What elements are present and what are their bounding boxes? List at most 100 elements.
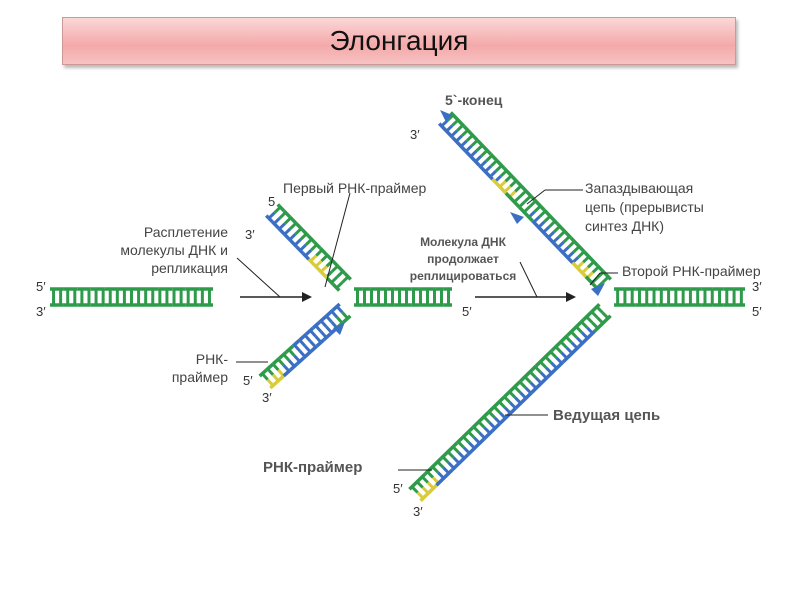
line: праймер <box>171 369 228 385</box>
lagging-arm-strand <box>337 265 346 275</box>
end-label: 5′ <box>243 373 253 388</box>
leading-arm-strand <box>305 326 315 336</box>
lagging-arm-strand <box>313 264 323 274</box>
leading-arm-strand <box>435 468 454 487</box>
leading-arm-strand <box>530 376 549 395</box>
leading-arm-strand <box>258 368 268 378</box>
leading-arm-strand <box>325 308 335 318</box>
lagging-arm-strand <box>544 233 561 250</box>
lagging-arm-strand <box>331 283 341 292</box>
lagging-arm-strand <box>489 153 506 170</box>
line: молекулы ДНК и <box>120 242 228 258</box>
leading-arm-strand <box>451 453 470 472</box>
lagging-arm-strand <box>283 233 292 242</box>
leading-arm-strand <box>298 332 308 342</box>
leading-arm-strand <box>315 338 325 348</box>
lagging-arm-strand <box>476 139 493 156</box>
leading-arm-strand <box>439 441 459 460</box>
leading-arm-strand <box>408 472 427 491</box>
line: реплицироваться <box>409 269 517 283</box>
leading-arm-strand <box>593 314 612 333</box>
lagging-arm-strand <box>265 214 274 224</box>
lagging-arm-strand <box>276 203 286 212</box>
arrowhead <box>333 322 345 335</box>
arrowhead <box>591 283 605 296</box>
lagging-arm-strand <box>491 177 508 195</box>
leading-arm-strand <box>424 457 443 476</box>
leading-arm-strand <box>275 374 285 384</box>
arrowhead <box>566 292 576 302</box>
leading-arm-strand <box>311 320 321 330</box>
leading-arm-strand <box>265 362 275 372</box>
five-end-label: 5`-конец <box>445 92 503 108</box>
leading-arm-strand <box>419 484 438 502</box>
lagging-arm-strand <box>277 226 286 236</box>
end-label: 5′ <box>462 304 472 319</box>
leading-arm-strand <box>577 329 596 348</box>
lagging-arm-strand <box>504 191 521 209</box>
rna-primer-label-2: РНК-праймер <box>263 459 363 476</box>
leading-arm-strand <box>455 426 474 445</box>
leader-line-second-primer <box>589 272 601 286</box>
leading-arm-strand <box>561 345 581 364</box>
leading-arm-strand <box>566 318 585 337</box>
leading-arm-strand <box>271 356 281 366</box>
end-label: 3′ <box>413 504 423 519</box>
lagging-arm-strand <box>462 125 479 142</box>
lagging-arm-strand <box>477 164 494 181</box>
lagging-arm-strand <box>300 228 310 237</box>
leading-arm-strand <box>318 314 328 324</box>
leader-line-lagging <box>526 189 546 205</box>
lagging-arm-strand <box>556 222 573 239</box>
lagging-arm-strand <box>288 215 298 225</box>
leading-arm-strand <box>331 302 341 312</box>
line: продолжает <box>427 252 499 266</box>
end-label: 3′ <box>262 390 272 405</box>
leading-arm-strand <box>471 410 490 429</box>
lagging-arm-strand <box>529 194 546 212</box>
lagging-arm-strand <box>571 261 588 278</box>
leading-arm-strand <box>295 356 305 366</box>
line: РНК- <box>195 351 228 367</box>
lagging-arm-strand <box>531 219 548 237</box>
lagging-arm-strand <box>449 111 466 128</box>
end-label: 3′ <box>752 279 762 294</box>
lagging-arm-strand <box>451 136 468 153</box>
lagging-arm-strand <box>319 270 329 280</box>
lagging-arm-strand <box>569 236 586 253</box>
lagging-arm-strand <box>301 251 311 261</box>
leading-arm-strand <box>291 338 301 348</box>
leading-arm-strand <box>282 368 292 378</box>
lagging-arm-strand <box>325 276 335 286</box>
leading-arm-strand <box>514 391 533 410</box>
end-label: 3′ <box>245 227 255 242</box>
leading-arm-strand <box>546 360 565 379</box>
lagging-arm-strand <box>542 208 559 226</box>
lagging-arm-strand <box>464 150 481 167</box>
arrowhead <box>510 212 524 224</box>
lagging-arm-strand <box>437 122 454 139</box>
lagging-arm-strand <box>319 246 328 256</box>
end-label: 5′ <box>752 304 762 319</box>
leading-arm-strand <box>278 350 288 360</box>
lagging-arm-strand <box>502 166 519 184</box>
title-text: Элонгация <box>329 25 469 56</box>
lagging-arm-strand <box>517 205 534 223</box>
leading-arm-strand <box>519 364 538 383</box>
lagging-arm-strand <box>289 239 298 249</box>
lagging-arm-strand <box>294 221 304 231</box>
end-label: 3′ <box>410 127 420 142</box>
line: Молекула ДНК <box>420 235 506 249</box>
lagging-arm-strand <box>325 253 334 262</box>
second-primer-label: Второй РНК-праймер <box>622 263 761 279</box>
leader-line-first-primer <box>324 192 351 288</box>
line: синтез ДНК) <box>585 218 665 234</box>
lagging-arm-strand <box>307 258 317 267</box>
slide-title: Элонгация <box>62 17 736 65</box>
base-pair-rung <box>271 363 280 372</box>
lagging-arm-strand <box>516 180 533 198</box>
lagging-arm-strand <box>557 247 574 264</box>
end-label: 5 <box>268 194 276 209</box>
lagging-arm-strand <box>295 245 305 255</box>
